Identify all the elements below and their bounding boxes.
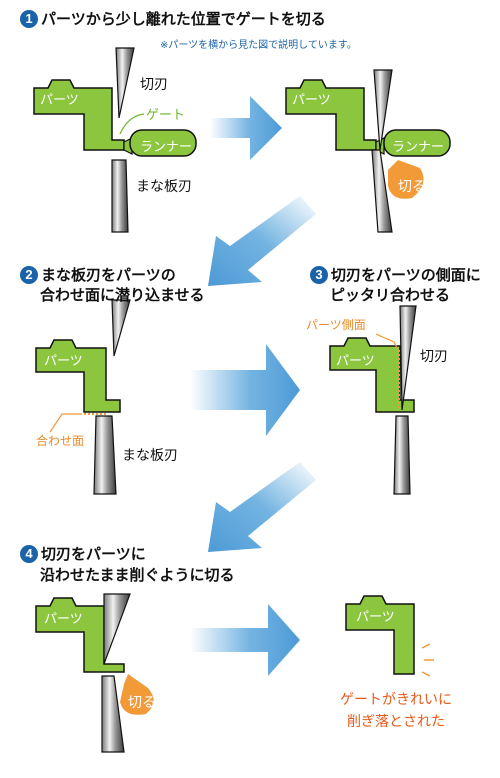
mating-surface-leader [49,413,82,433]
cutting-blade [111,299,131,357]
cutting-blade [103,593,131,665]
runner-label: ランナー [140,139,193,154]
runner-shape [129,129,197,157]
step2-scene [35,299,131,495]
flow-arrow-diagonal [208,196,316,286]
step1-number-badge: 1 [20,10,38,28]
parts-label: パーツ [44,611,83,626]
part-shape [33,79,125,151]
part-side-leader [375,333,399,351]
flow-arrow-diagonal [208,462,316,552]
parts-label: パーツ [292,92,331,107]
cutting-blade [373,69,393,151]
step1-title: パーツから少し離れた位置でゲートを切る [41,11,326,28]
cut-bubble [388,160,424,199]
mating-surface-label: 合わせ面 [36,434,85,448]
step4-title-line1: 切刃をパーツに [41,546,146,563]
result-scene [345,595,434,677]
step3-scene [329,305,417,495]
parts-label: パーツ [336,353,375,368]
cutting-blade-label: 切刃 [140,76,168,92]
parts-label: パーツ [44,353,83,368]
parts-label: パーツ [356,609,395,624]
step3-title-line1: 切刃をパーツの側面に [331,267,481,284]
part-shape [285,79,377,151]
shine-mark [421,671,431,677]
flow-arrow-right [190,344,300,436]
part-side-label: パーツ側面 [306,318,366,332]
parts-label: パーツ [40,92,79,107]
step3-number-badge: 3 [310,266,328,284]
step2-title-line2: 合わせ面に潜り込ませる [40,287,205,304]
step3-title-line2: ピッタリ合わせる [330,287,451,304]
cut-label: 切る [398,178,426,194]
cut-label: 切る [128,694,156,710]
cutting-blade-label: 切刃 [420,348,448,364]
part-shape [35,339,121,413]
step1-before-scene [33,47,197,233]
step4-scene [35,593,154,753]
anvil-blade [393,415,411,495]
result-text-line2: 削ぎ落とされた [347,713,445,729]
step4-title-line2: 沿わせたまま削ぐように切る [40,567,235,584]
step2-title-line1: まな板刃をパーツの [41,267,176,284]
result-text-line1: ゲートがきれいに [340,691,452,707]
gate-leader [119,113,145,135]
part-shape [345,595,415,675]
flow-arrow-right [190,604,300,676]
runner-shape [383,129,451,157]
cut-bubble [120,674,154,715]
anvil-blade-label: まな板刃 [122,447,178,463]
anvil-blade [101,675,125,753]
anvil-blade-label: まな板刃 [136,178,192,194]
cutting-blade [399,305,417,411]
shine-mark [421,643,431,649]
step1-after-scene [285,69,451,233]
step1-note: ※パーツを横から見た図で説明しています。 [160,40,357,51]
runner-label: ランナー [392,139,445,154]
anvil-blade [111,159,129,233]
cutting-blade [115,47,135,119]
step4-number-badge: 4 [20,545,38,563]
anvil-blade [371,149,393,233]
gate-label: ゲート [146,107,186,122]
flow-arrow-right [210,96,282,160]
anvil-blade [93,415,117,495]
step2-number-badge: 2 [20,266,38,284]
